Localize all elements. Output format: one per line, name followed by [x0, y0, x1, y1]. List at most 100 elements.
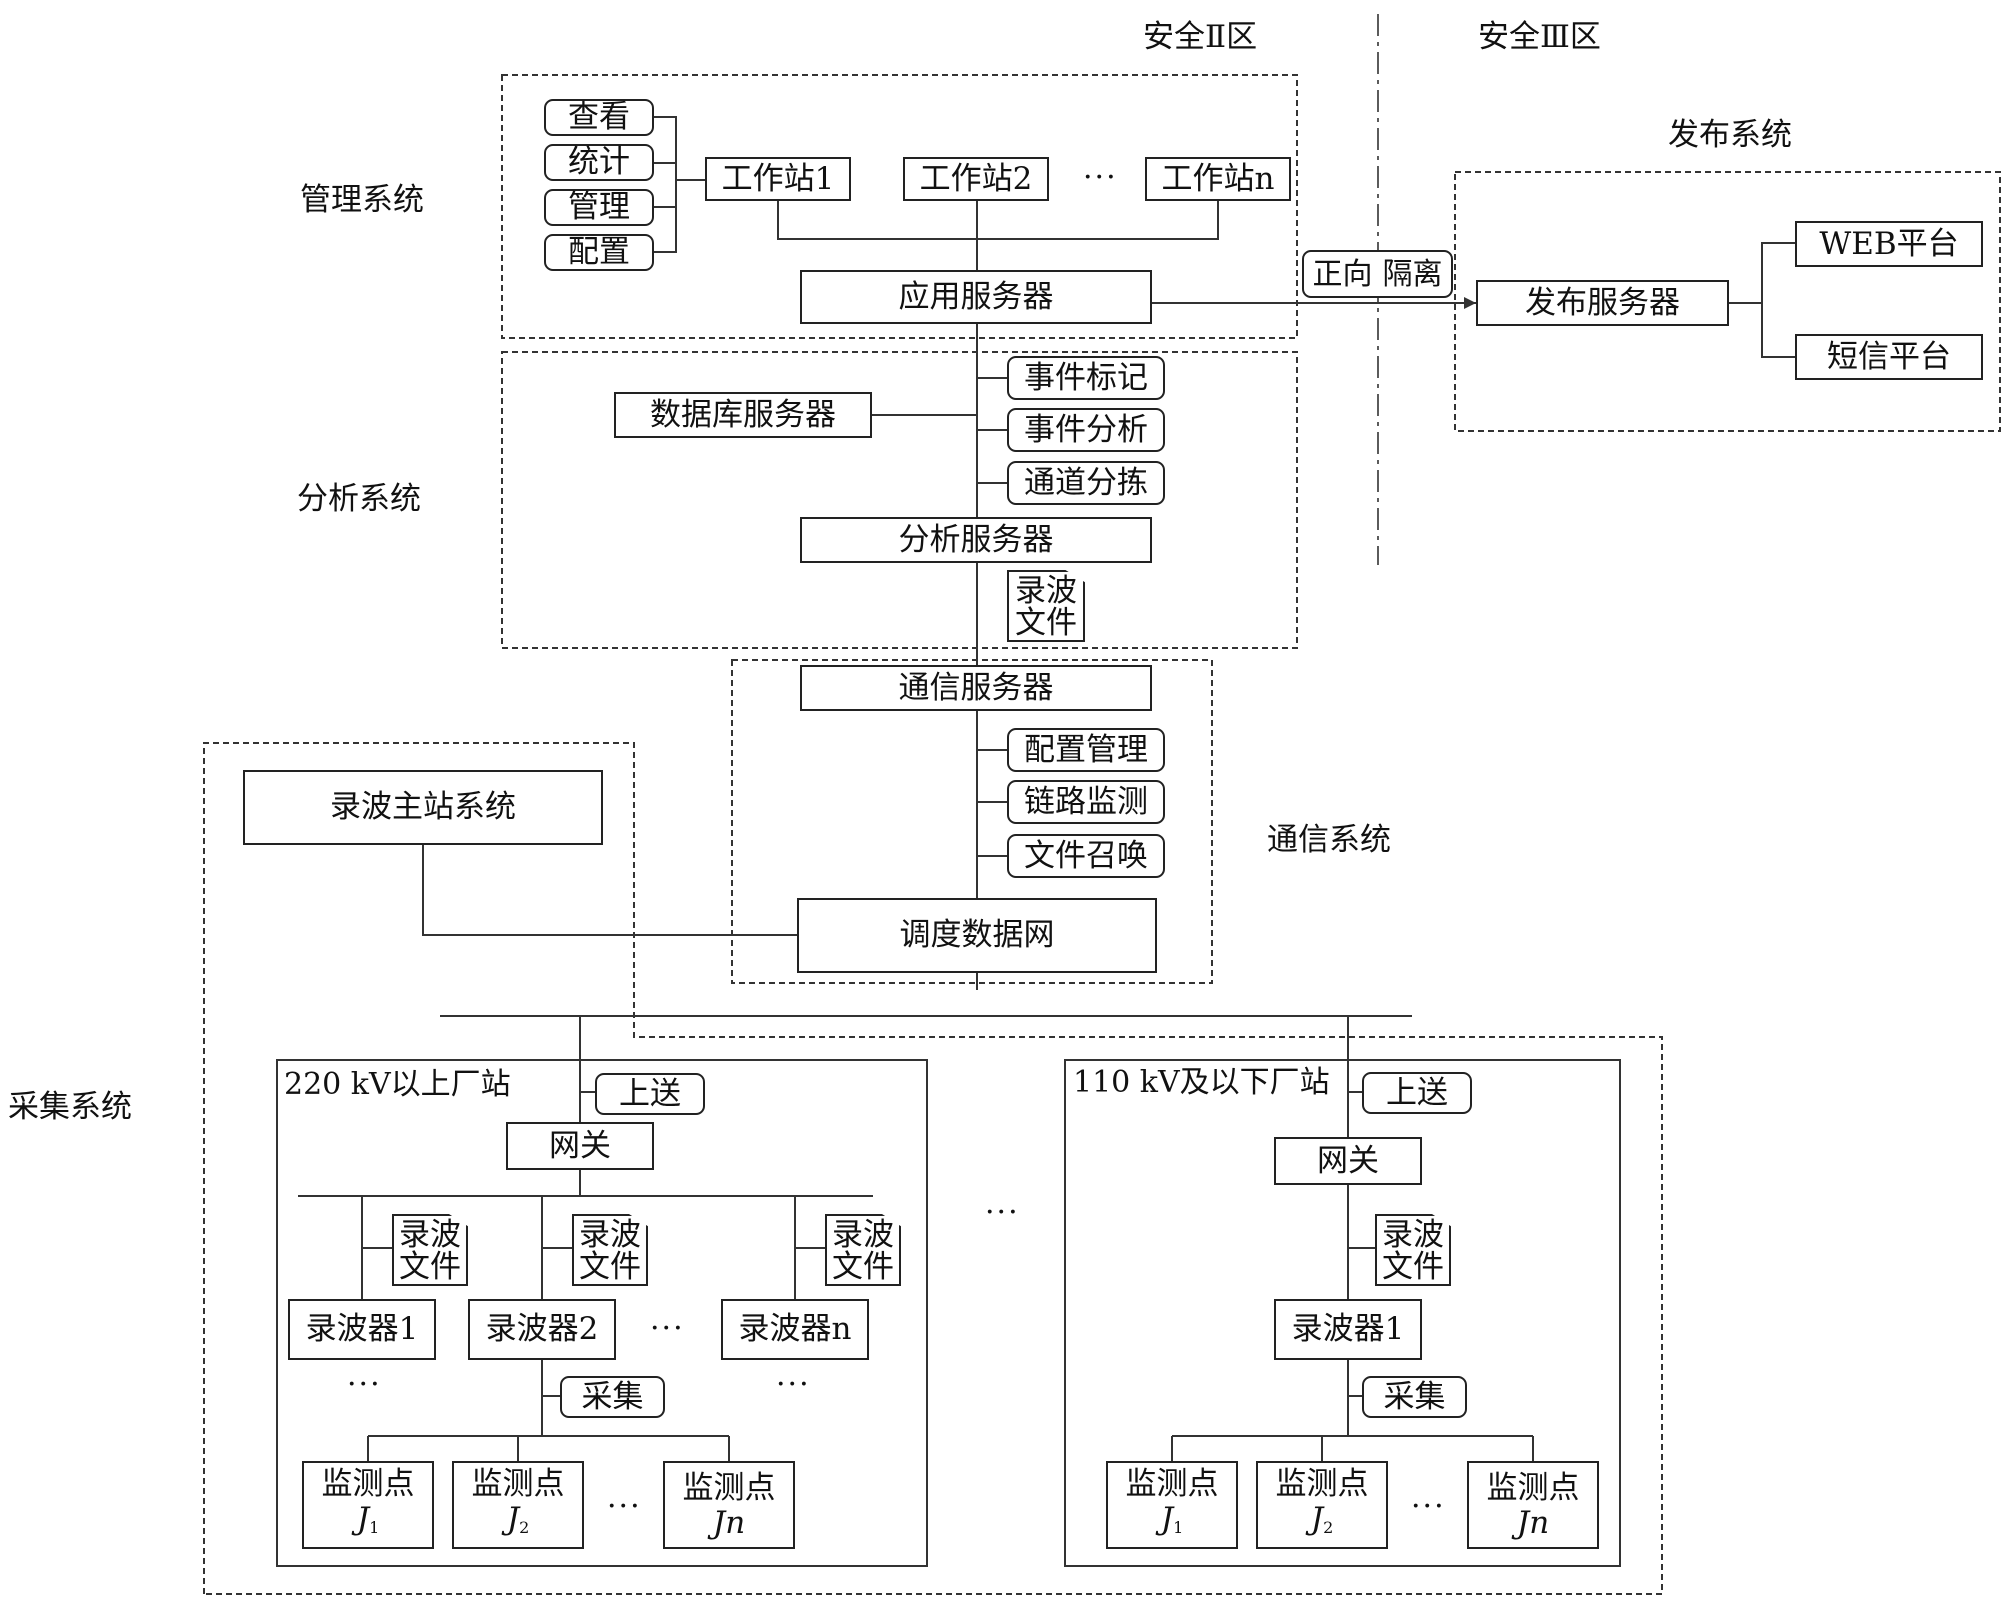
- file-text-line1: 录波: [579, 1217, 641, 1253]
- plant-a-gateway: 网关: [506, 1122, 654, 1170]
- plant-a-title: 220 kV以上厂站: [284, 1067, 511, 1102]
- plant-b-collect: 采集: [1362, 1376, 1467, 1418]
- zone-3-label: 安全Ⅲ区: [1478, 19, 1601, 55]
- plant-b-monitor-point-n: 监测点 Jn: [1467, 1461, 1599, 1549]
- plant-b-frame: [1064, 1059, 1621, 1567]
- analysis-record-file: 录波文件: [1007, 570, 1085, 642]
- plant-a-point-ellipsis: ···: [607, 1489, 642, 1524]
- forward-isolation-device: 正向隔离: [1302, 250, 1453, 298]
- plant-a-ellipsis-left: ···: [347, 1367, 382, 1402]
- function-event-mark: 事件标记: [1007, 356, 1165, 400]
- wire-comm-taps: [977, 749, 1007, 857]
- file-text-line2: 文件: [579, 1249, 641, 1285]
- file-text-line2: 文件: [1382, 1249, 1444, 1285]
- file-text-line2: 文件: [1015, 605, 1077, 641]
- plant-b-gateway: 网关: [1274, 1137, 1422, 1185]
- monitor-point-label: 监测点: [1486, 1470, 1580, 1506]
- plant-b-recorder-1: 录波器1: [1274, 1299, 1422, 1360]
- plant-a-ellipsis-right: ···: [776, 1367, 811, 1402]
- function-manage: 管理: [544, 189, 654, 226]
- function-config-manage: 配置管理: [1007, 728, 1165, 772]
- web-platform: WEB平台: [1795, 221, 1983, 267]
- wire-workstation-bus: [777, 201, 1219, 270]
- monitor-point-id: J1: [356, 1500, 380, 1537]
- analysis-system-label: 分析系统: [297, 481, 421, 517]
- workstation-1: 工作站1: [705, 157, 851, 201]
- wire-master-to-net: [422, 845, 797, 936]
- publish-region: [1454, 171, 2001, 432]
- collection-region: [203, 742, 1663, 1595]
- plant-a-monitor-point-n: 监测点 Jn: [663, 1461, 795, 1549]
- monitor-point-label: 监测点: [1125, 1465, 1219, 1502]
- plant-a-monitor-point-1: 监测点 J1: [302, 1461, 434, 1549]
- communication-region: [731, 659, 1213, 984]
- sms-platform: 短信平台: [1795, 334, 1983, 380]
- file-text-line1: 录波: [1015, 573, 1077, 609]
- management-system-label: 管理系统: [300, 182, 424, 218]
- monitor-point-id: J2: [1310, 1500, 1334, 1537]
- file-text-line1: 录波: [399, 1217, 461, 1253]
- plant-a-recorder-1: 录波器1: [288, 1299, 436, 1360]
- file-text-line2: 文件: [399, 1249, 461, 1285]
- plant-a-record-file-2: 录波文件: [572, 1214, 648, 1286]
- communication-system-label: 通信系统: [1267, 822, 1391, 858]
- plant-b-point-ellipsis: ···: [1411, 1489, 1446, 1524]
- analysis-region: [501, 351, 1298, 649]
- monitor-point-id: J1: [1160, 1500, 1184, 1537]
- function-statistics: 统计: [544, 144, 654, 181]
- plant-a-recorder-ellipsis: ···: [650, 1311, 685, 1346]
- file-text-line2: 文件: [832, 1249, 894, 1285]
- plant-b-upload: 上送: [1362, 1072, 1472, 1114]
- function-event-analysis: 事件分析: [1007, 408, 1165, 452]
- file-text-line1: 录波: [832, 1217, 894, 1253]
- workstation-ellipsis: ···: [1083, 160, 1118, 195]
- dispatch-data-network: 调度数据网: [797, 898, 1157, 973]
- function-link-monitor: 链路监测: [1007, 780, 1165, 824]
- workstation-n: 工作站n: [1145, 157, 1291, 201]
- monitor-point-label: 监测点: [682, 1470, 776, 1506]
- workstation-2: 工作站2: [903, 157, 1049, 201]
- plant-b-title: 110 kV及以下厂站: [1073, 1065, 1330, 1100]
- plant-ellipsis: ···: [985, 1195, 1020, 1230]
- plant-a-recorder-2: 录波器2: [468, 1299, 616, 1360]
- analysis-server: 分析服务器: [800, 517, 1152, 563]
- file-text-line1: 录波: [1382, 1217, 1444, 1253]
- wire-a-collect: [541, 1360, 560, 1436]
- wire-analysis-taps: [977, 377, 1007, 484]
- plant-a-collect: 采集: [560, 1376, 665, 1418]
- wire-b-point-bus: [1171, 1435, 1534, 1461]
- wire-drops: [579, 1016, 1349, 1137]
- publish-system-label: 发布系统: [1668, 117, 1792, 153]
- management-region: [501, 74, 1298, 339]
- monitor-point-label: 监测点: [471, 1465, 565, 1502]
- isolation-isolate-text: 隔离: [1382, 256, 1443, 292]
- function-channel-sort: 通道分拣: [1007, 461, 1165, 505]
- plant-a-record-file-1: 录波文件: [392, 1214, 468, 1286]
- plant-b-monitor-point-1: 监测点 J1: [1106, 1461, 1238, 1549]
- monitor-point-id: J2: [506, 1500, 530, 1537]
- application-server: 应用服务器: [800, 270, 1152, 324]
- publish-server: 发布服务器: [1476, 280, 1729, 326]
- plant-a-monitor-point-2: 监测点 J2: [452, 1461, 584, 1549]
- monitor-point-id: Jn: [1516, 1505, 1550, 1541]
- plant-a-upload: 上送: [595, 1073, 705, 1115]
- plant-b-monitor-point-2: 监测点 J2: [1256, 1461, 1388, 1549]
- plant-a-frame: [276, 1059, 928, 1567]
- plant-a-recorder-n: 录波器n: [721, 1299, 869, 1360]
- zone-2-label: 安全Ⅱ区: [1143, 19, 1258, 55]
- monitor-point-label: 监测点: [1275, 1465, 1369, 1502]
- function-view: 查看: [544, 99, 654, 136]
- monitor-point-label: 监测点: [321, 1465, 415, 1502]
- wire-function-bracket: [654, 116, 705, 253]
- function-file-recall: 文件召唤: [1007, 834, 1165, 878]
- plant-b-record-file: 录波文件: [1375, 1214, 1451, 1286]
- monitor-point-id: Jn: [712, 1505, 746, 1541]
- recorder-master-station: 录波主站系统: [243, 770, 603, 845]
- wire-publish-branch: [1729, 242, 1795, 358]
- isolation-forward-text: 正向: [1312, 256, 1373, 292]
- collection-system-label: 采集系统: [8, 1089, 132, 1125]
- plant-a-record-file-n: 录波文件: [825, 1214, 901, 1286]
- database-server: 数据库服务器: [614, 392, 872, 438]
